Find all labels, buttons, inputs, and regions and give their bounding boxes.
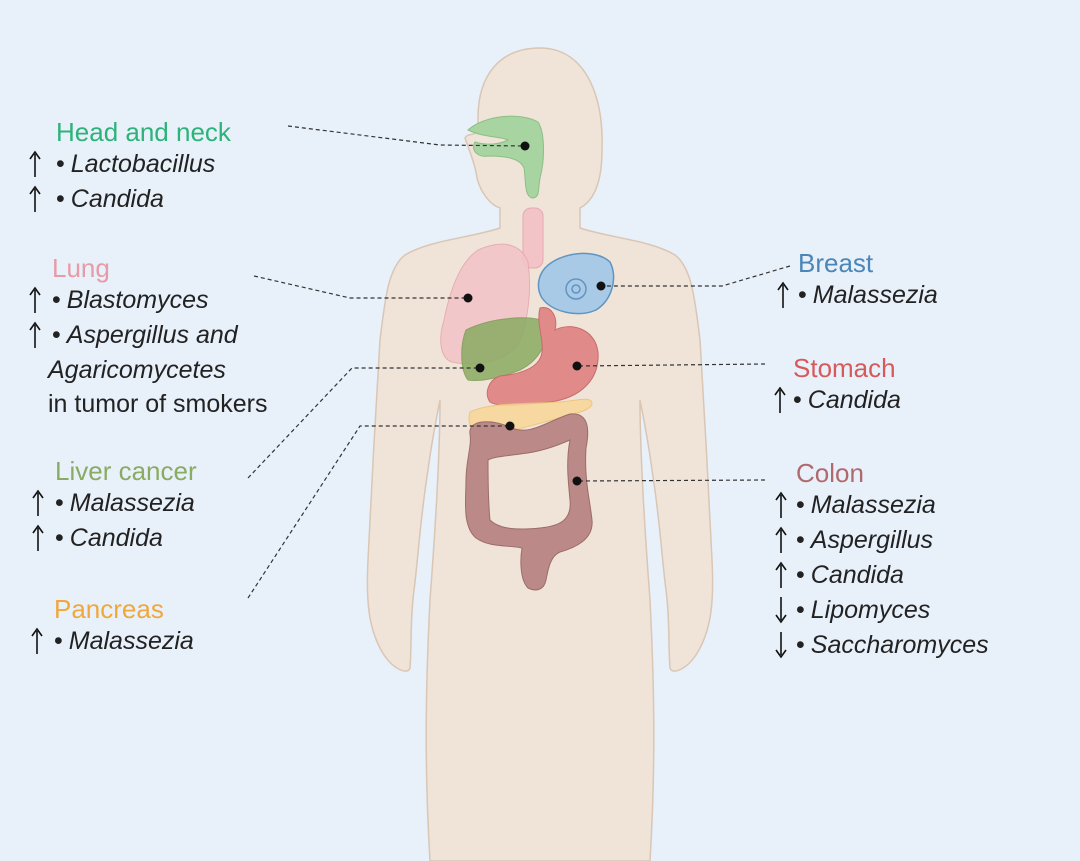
- organism-name: Candida: [810, 561, 904, 589]
- arrow-up-icon: [774, 491, 788, 519]
- arrow-up-icon: [774, 526, 788, 554]
- leader-line-pancreas: [247, 425, 510, 599]
- organism-item: •Candida: [775, 558, 989, 593]
- organism-name: Candida: [807, 386, 901, 414]
- region-title: Lung: [52, 253, 110, 283]
- organism-name: Saccharomyces: [810, 631, 989, 659]
- bullet: •: [796, 561, 805, 589]
- leader-line-colon: [576, 479, 766, 482]
- bullet: •: [52, 286, 61, 314]
- dot-liver: [475, 363, 485, 373]
- organism-item: •Malassezia: [775, 488, 989, 523]
- bullet: •: [54, 627, 63, 655]
- arrow-down-icon: [774, 596, 788, 624]
- organism-item: •Malassezia: [32, 486, 197, 521]
- region-title: Pancreas: [54, 594, 164, 624]
- arrow-up-icon: [773, 386, 787, 414]
- region-title: Colon: [796, 458, 864, 488]
- bullet: •: [55, 489, 64, 517]
- dot-colon: [572, 476, 582, 486]
- organism-item: •Lactobacillus: [29, 147, 231, 182]
- label-head-and-neck: Head and neck•Lactobacillus•Candida: [29, 117, 231, 217]
- bullet: •: [793, 386, 802, 414]
- dot-stomach: [572, 361, 582, 371]
- organism-name-continued: Agaricomycetes: [48, 356, 226, 384]
- breast-nipple-outer: [565, 278, 587, 300]
- organism-item: •Blastomyces: [29, 283, 268, 318]
- dot-pancreas: [505, 421, 515, 431]
- arrow-up-icon: [28, 185, 42, 213]
- organism-item: •Candida: [774, 383, 901, 418]
- organism-name: Aspergillus: [810, 526, 934, 554]
- arrow-down-icon: [774, 631, 788, 659]
- arrow-up-icon: [774, 561, 788, 589]
- region-title: Liver cancer: [55, 456, 197, 486]
- organism-item: •Malassezia: [31, 624, 194, 659]
- organism-name: Malassezia: [812, 281, 938, 309]
- organism-item: •Malassezia: [777, 278, 938, 313]
- dot-lung: [463, 293, 473, 303]
- bullet: •: [796, 491, 805, 519]
- bullet: •: [796, 596, 805, 624]
- organism-item: •Aspergillus: [775, 523, 989, 558]
- organism-note: in tumor of smokers: [48, 390, 268, 418]
- head-neck-organ: [467, 115, 544, 199]
- label-pancreas: Pancreas•Malassezia: [31, 594, 194, 659]
- organism-name: Malassezia: [810, 491, 936, 519]
- bullet: •: [56, 150, 65, 178]
- organism-name: Candida: [69, 524, 163, 552]
- bullet: •: [798, 281, 807, 309]
- organism-name: Malassezia: [69, 489, 195, 517]
- bullet: •: [56, 185, 65, 213]
- breast-nipple-inner: [571, 284, 581, 294]
- organism-name: Lactobacillus: [70, 150, 216, 178]
- organism-name: Blastomyces: [66, 286, 209, 314]
- organism-item: •Candida: [32, 521, 197, 556]
- label-breast: Breast•Malassezia: [777, 248, 938, 313]
- leader-line-head-neck: [287, 125, 526, 147]
- body-silhouette: [366, 47, 714, 861]
- arrow-up-icon: [31, 524, 45, 552]
- arrow-up-icon: [776, 281, 790, 309]
- region-title: Stomach: [793, 353, 896, 383]
- arrow-up-icon: [28, 321, 42, 349]
- dot-head-neck: [520, 141, 530, 151]
- label-stomach: Stomach•Candida: [774, 353, 901, 418]
- trachea: [522, 207, 544, 269]
- organism-name: Aspergillus and: [66, 321, 238, 349]
- colon-organ: [464, 413, 593, 591]
- organism-name: Candida: [70, 185, 164, 213]
- bullet: •: [55, 524, 64, 552]
- leader-line-stomach: [576, 363, 766, 367]
- leader-line-breast: [601, 265, 791, 287]
- organism-name: Lipomyces: [810, 596, 931, 624]
- region-title: Head and neck: [56, 117, 231, 147]
- arrow-up-icon: [28, 286, 42, 314]
- bullet: •: [796, 526, 805, 554]
- dot-breast: [596, 281, 606, 291]
- breast-organ: [537, 252, 615, 315]
- arrow-up-icon: [30, 627, 44, 655]
- organism-item: •Saccharomyces: [775, 628, 989, 663]
- organism-item: •Candida: [29, 182, 231, 217]
- label-liver-cancer: Liver cancer•Malassezia•Candida: [32, 456, 197, 556]
- bullet: •: [52, 321, 61, 349]
- bullet: •: [796, 631, 805, 659]
- organism-item: •Lipomyces: [775, 593, 989, 628]
- arrow-up-icon: [28, 150, 42, 178]
- leader-line-lung: [253, 275, 468, 299]
- label-colon: Colon•Malassezia•Aspergillus•Candida•Lip…: [775, 458, 989, 663]
- arrow-up-icon: [31, 489, 45, 517]
- organism-name: Malassezia: [68, 627, 194, 655]
- leader-line-liver: [247, 367, 480, 479]
- region-title: Breast: [798, 248, 874, 278]
